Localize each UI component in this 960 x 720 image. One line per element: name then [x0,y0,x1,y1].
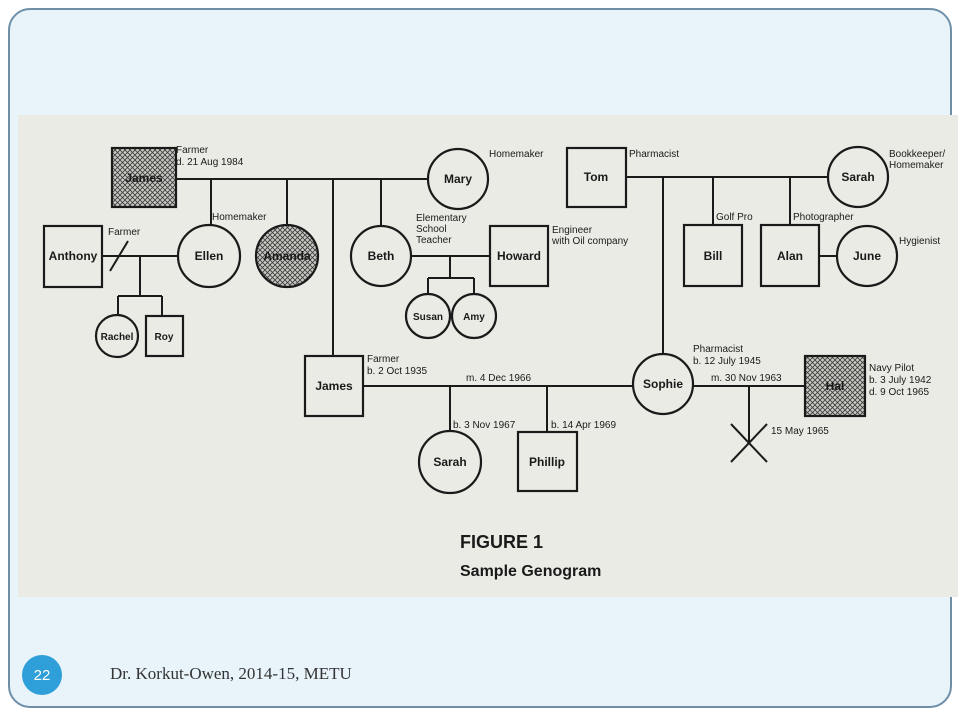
note-june: Hygienist [899,236,940,247]
family-members [42,145,899,495]
name-amy: Amy [463,312,485,323]
figure-subtitle: Sample Genogram [460,563,601,580]
male-tom [565,146,628,209]
note-beth-2: School [416,224,447,235]
name-ellen: Ellen [195,249,224,263]
female-amanda [254,223,320,289]
female-sarah-sr [826,145,890,209]
note-tom: Pharmacist [629,149,679,160]
name-anthony: Anthony [49,249,98,263]
note-alan: Photographer [793,212,854,223]
note-hal-occupation: Navy Pilot [869,363,914,374]
note-ellen: Homemaker [212,212,267,223]
male-anthony [42,224,104,289]
note-james-sr-death: d. 21 Aug 1984 [176,157,244,168]
name-james-sr: James [125,171,163,185]
name-phillip: Phillip [529,455,565,469]
note-mary: Homemaker [489,149,544,160]
female-ellen [176,223,242,289]
note-james-sr-occupation: Farmer [176,145,209,156]
female-sarah-jr [417,429,483,495]
female-amy [450,292,498,340]
note-james-jr-occupation: Farmer [367,354,400,365]
note-marriage-2: m. 30 Nov 1963 [711,373,782,384]
female-june [835,224,899,288]
name-howard: Howard [497,249,541,263]
note-bill: Golf Pro [716,212,753,223]
female-beth [349,224,413,288]
member-names: James Mary Anthony Ellen Amanda Beth How… [49,170,882,469]
note-james-jr-birth: b. 2 Oct 1935 [367,366,427,377]
male-hal [803,354,867,418]
note-hal-death: d. 9 Oct 1965 [869,387,929,398]
male-bill [682,223,744,288]
name-alan: Alan [777,249,803,263]
note-sophie-occupation: Pharmacist [693,344,743,355]
name-sarah-sr: Sarah [841,170,874,184]
note-howard-2: with Oil company [551,236,628,247]
relationship-lines [101,176,837,463]
female-mary [426,147,490,211]
male-james-jr [303,354,365,418]
name-hal: Hal [826,379,845,393]
female-sophie [631,352,695,416]
female-susan [404,292,452,340]
note-sarah-sr-2: Homemaker [889,160,944,171]
male-phillip [516,430,579,493]
note-howard-1: Engineer [552,225,593,236]
footer-credit: Dr. Korkut-Owen, 2014-15, METU [110,664,352,683]
male-howard [488,224,550,288]
name-sarah-jr: Sarah [433,455,466,469]
male-james-sr [110,146,178,209]
note-sarah-sr-1: Bookkeeper/ [889,149,945,160]
note-miscarriage-date: 15 May 1965 [771,426,829,437]
male-alan [759,223,821,288]
male-roy [144,314,185,358]
name-james-jr: James [315,379,353,393]
name-tom: Tom [584,170,608,184]
note-marriage-1: m. 4 Dec 1966 [466,373,531,384]
note-sophie-birth: b. 12 July 1945 [693,356,761,367]
name-susan: Susan [413,312,443,323]
name-amanda: Amanda [263,249,311,263]
note-anthony: Farmer [108,227,141,238]
page-number-badge: 22 [22,655,62,695]
figure-title: FIGURE 1 [460,532,543,552]
name-june: June [853,249,881,263]
name-mary: Mary [444,172,472,186]
note-sarah-jr-birth: b. 3 Nov 1967 [453,420,516,431]
name-sophie: Sophie [643,377,683,391]
note-beth-1: Elementary [416,213,467,224]
note-beth-3: Teacher [416,235,452,246]
name-bill: Bill [704,249,723,263]
member-notes: Farmer d. 21 Aug 1984 Homemaker Homemake… [108,145,945,437]
name-rachel: Rachel [101,332,134,343]
name-beth: Beth [368,249,395,263]
female-rachel [94,313,140,359]
note-hal-birth: b. 3 July 1942 [869,375,932,386]
name-roy: Roy [155,332,174,343]
note-phillip-birth: b. 14 Apr 1969 [551,420,616,431]
